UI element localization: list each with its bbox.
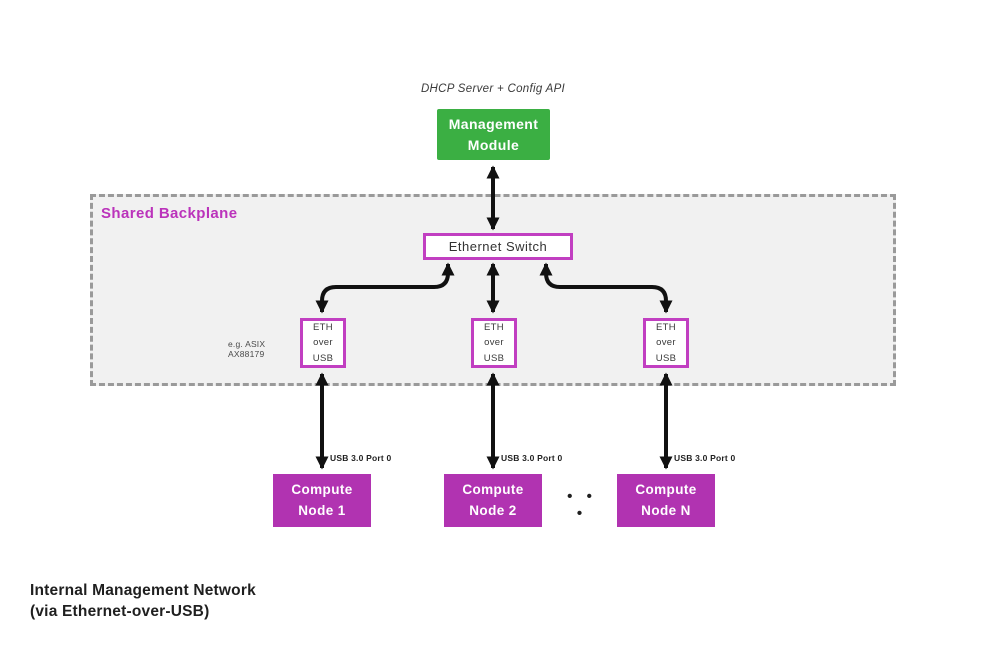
- eth-over-usb-box-2: ETH over USB: [471, 318, 517, 368]
- caption-line-1: Internal Management Network: [30, 582, 256, 599]
- adapter-example-note: e.g. ASIX AX88179: [228, 339, 266, 359]
- compute-node-1-box: Compute Node 1: [273, 474, 371, 527]
- more-nodes-ellipsis: • • •: [567, 488, 597, 522]
- arrow-switch-to-eth-left: [315, 262, 455, 314]
- eth-over-usb-box-1: ETH over USB: [300, 318, 346, 368]
- eth-over-usb-label: ETH over USB: [655, 322, 677, 364]
- dhcp-config-api-label: DHCP Server + Config API: [420, 83, 566, 95]
- usb-port-label-2: USB 3.0 Port 0: [501, 453, 563, 463]
- management-module-label: Management Module: [448, 116, 539, 153]
- usb-port-label-n: USB 3.0 Port 0: [674, 453, 736, 463]
- usb-port-label-1: USB 3.0 Port 0: [330, 453, 392, 463]
- eth-over-usb-label: ETH over USB: [483, 322, 505, 364]
- compute-node-2-label: Compute Node 2: [462, 482, 524, 518]
- diagram-caption: Internal Management Network (via Etherne…: [30, 581, 256, 623]
- ethernet-switch-label: Ethernet Switch: [448, 239, 548, 254]
- ethernet-switch-box: Ethernet Switch: [423, 233, 573, 260]
- eth-over-usb-box-3: ETH over USB: [643, 318, 689, 368]
- compute-node-2-box: Compute Node 2: [444, 474, 542, 527]
- caption-line-2: (via Ethernet-over-USB): [30, 602, 210, 620]
- management-module-box: Management Module: [437, 109, 550, 160]
- eth-over-usb-label: ETH over USB: [312, 322, 334, 364]
- compute-node-n-label: Compute Node N: [635, 482, 697, 518]
- arrow-switch-to-eth-right: [539, 262, 673, 314]
- compute-node-n-box: Compute Node N: [617, 474, 715, 527]
- compute-node-1-label: Compute Node 1: [291, 482, 353, 518]
- shared-backplane-label: Shared Backplane: [101, 205, 238, 222]
